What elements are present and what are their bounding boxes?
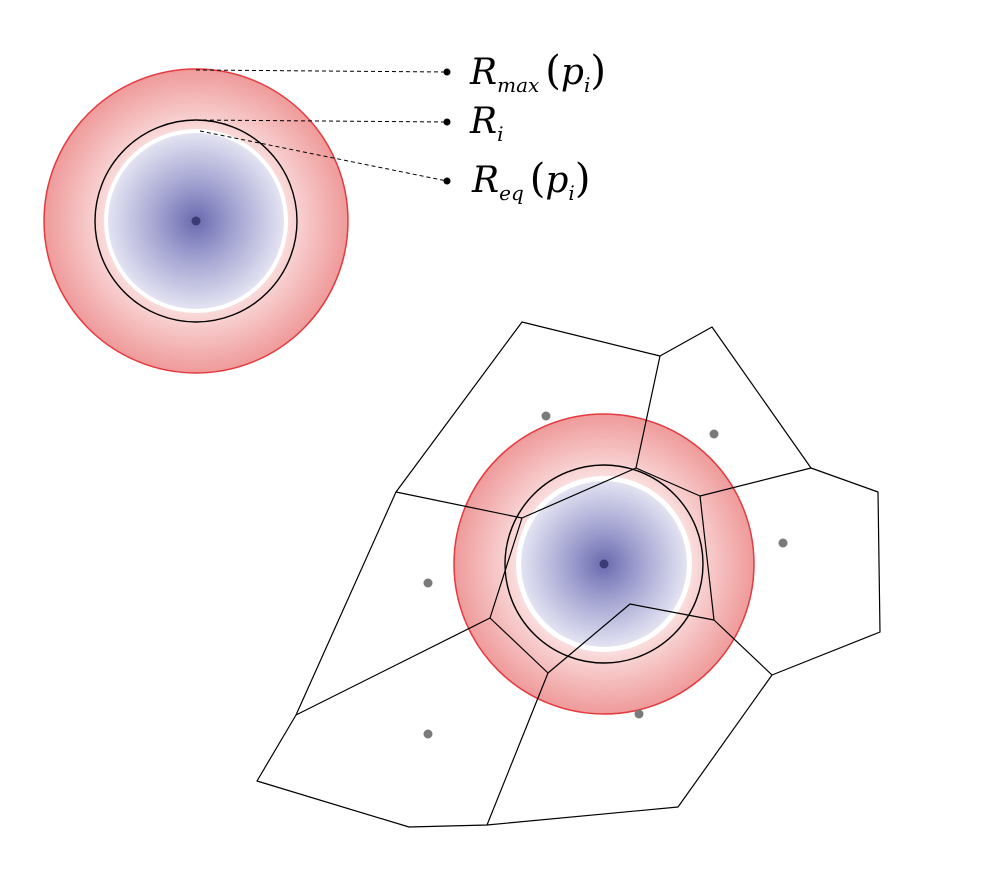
cell-center-point <box>599 559 609 569</box>
voronoi-figure <box>256 321 881 828</box>
cell-ri-circle <box>504 464 704 664</box>
label-req: Req(pi) <box>471 156 590 205</box>
neighbor-point <box>634 709 644 719</box>
leader-dot-rmax <box>443 68 451 76</box>
label-ri: Ri <box>469 101 504 146</box>
leader-line-rmax <box>195 69 448 73</box>
center-point <box>191 216 201 226</box>
legend-figure: Rmax(pi) Ri Req(pi) <box>43 48 606 374</box>
leader-dot-req <box>443 177 451 185</box>
neighbor-point <box>423 729 433 739</box>
leader-dot-ri <box>443 118 451 126</box>
neighbor-point <box>709 429 719 439</box>
label-rmax: Rmax(pi) <box>469 48 606 97</box>
neighbor-point <box>778 538 788 548</box>
leader-line-req <box>199 130 448 182</box>
neighbor-point <box>541 411 551 421</box>
voronoi-edges <box>256 321 881 828</box>
neighbor-point <box>423 578 433 588</box>
